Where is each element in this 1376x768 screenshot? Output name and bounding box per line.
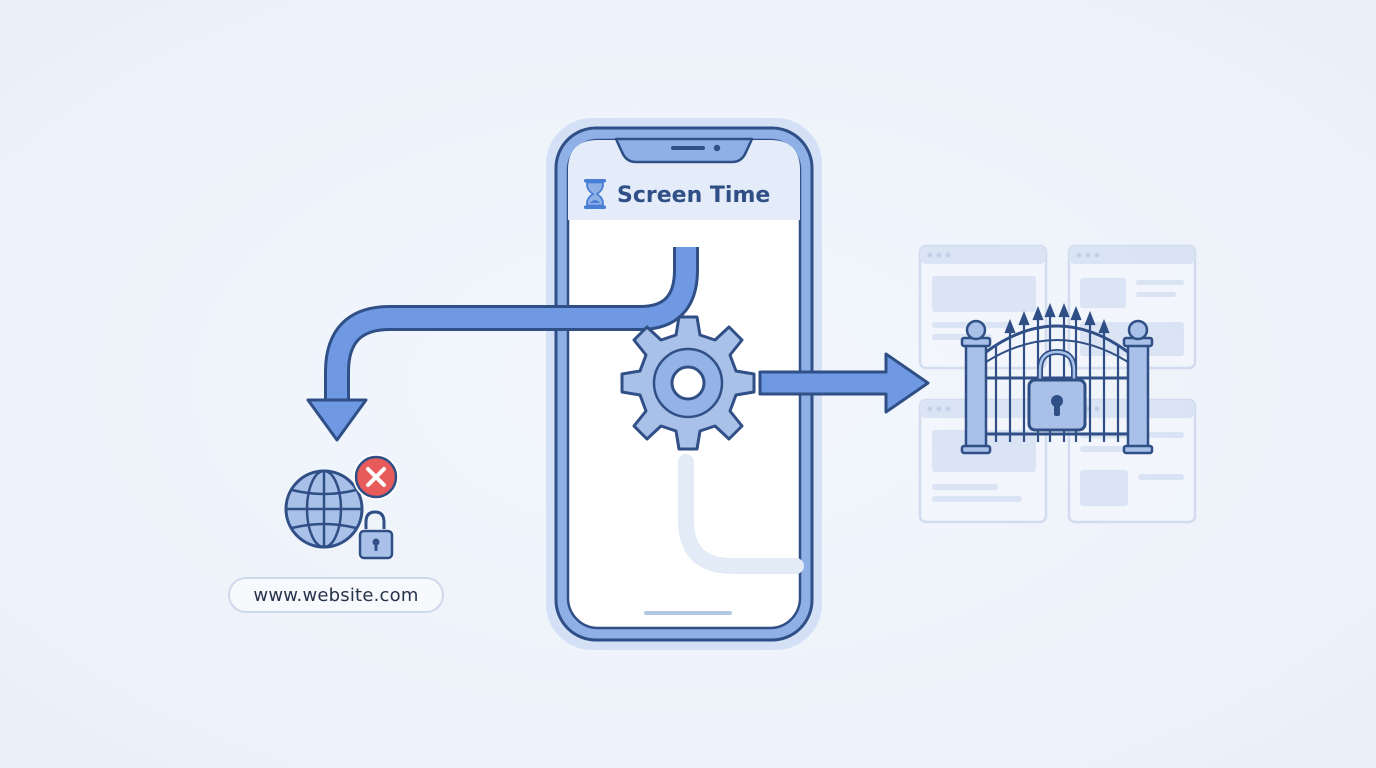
hourglass-icon [584,179,606,209]
home-indicator [644,611,732,615]
blocked-x-icon [353,454,399,500]
padlock-icon [358,510,394,560]
url-pill: www.website.com [228,577,444,613]
blocked-url-text: www.website.com [253,584,419,606]
block-arrow [758,352,930,414]
padlock-icon [1027,348,1087,432]
gear-icon [620,315,756,451]
phone-notch [614,137,754,164]
app-header-band [568,140,800,220]
redirect-arrow [306,247,699,442]
locked-gate-icon [960,303,1154,455]
phone-speaker [671,146,705,150]
browser-window-icon [1067,398,1197,524]
globe-icon [284,469,364,549]
app-title: Screen Time [617,183,770,208]
arrowhead-down [306,398,368,442]
blocked-site-icon [284,454,399,560]
phone-camera [713,144,721,152]
faded-path [678,454,804,574]
